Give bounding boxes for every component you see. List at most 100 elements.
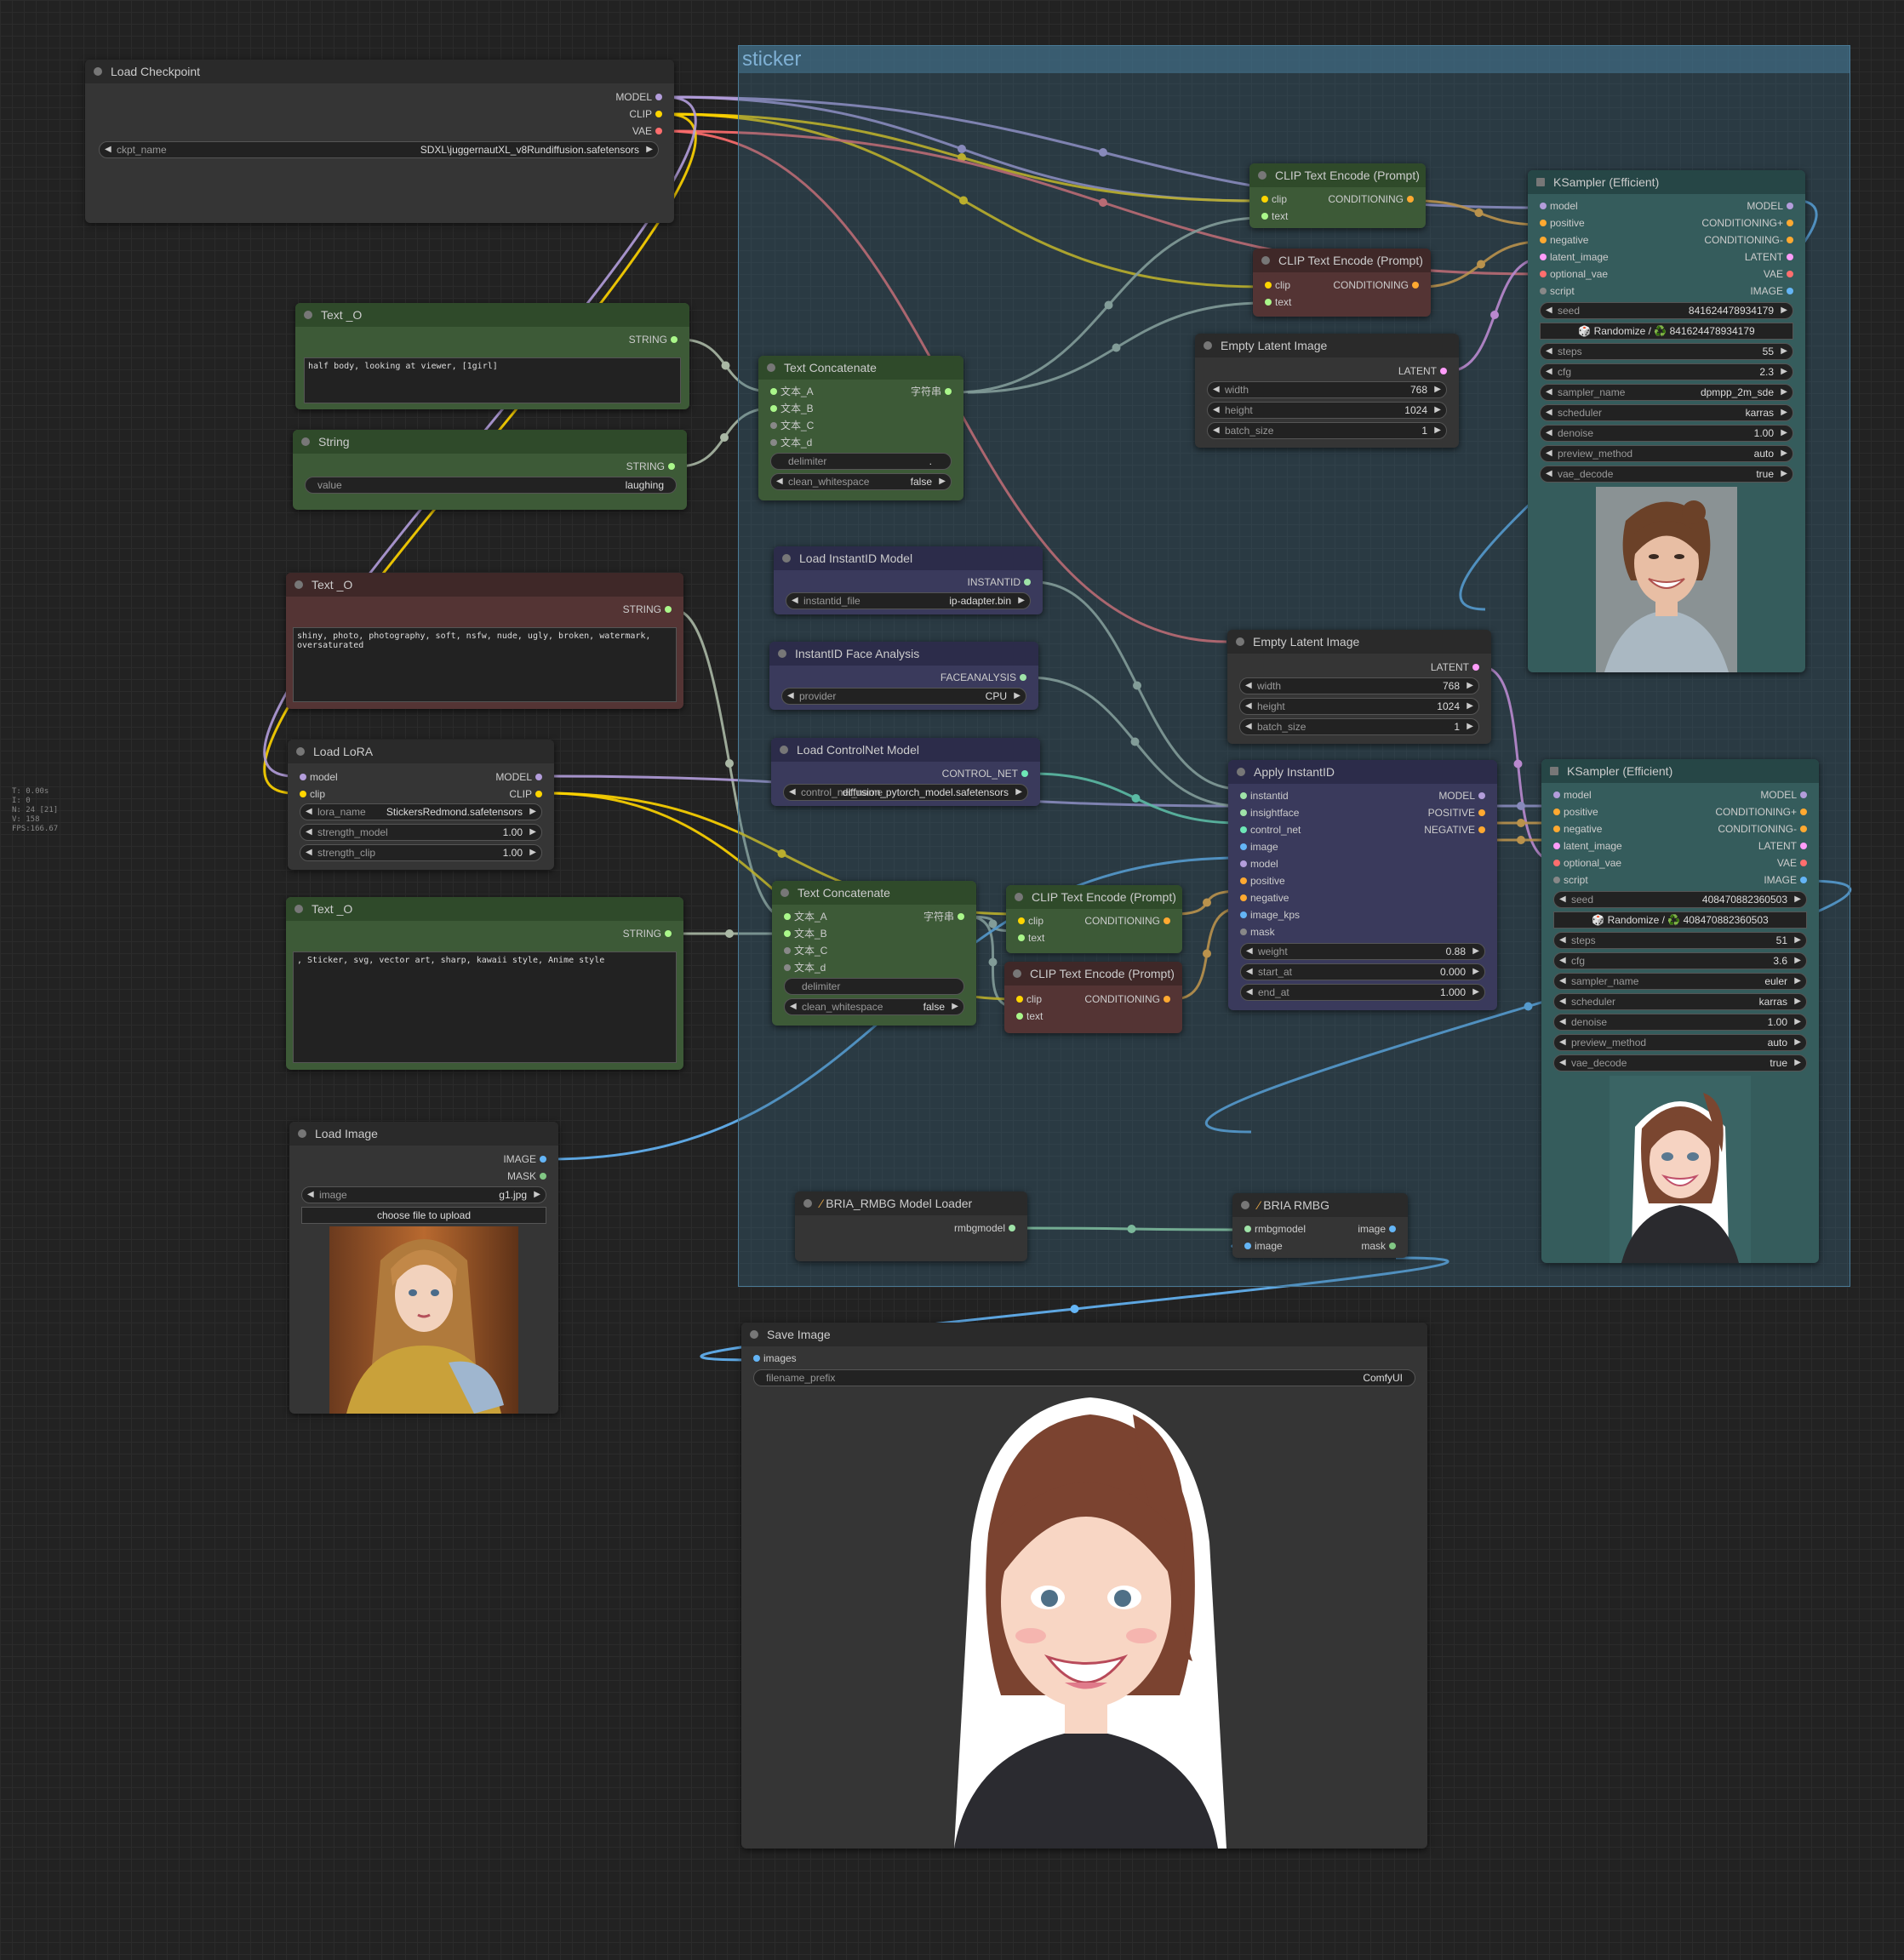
node-header[interactable]: Load Image xyxy=(289,1122,558,1146)
arrow-right-icon[interactable]: ▶ xyxy=(1434,426,1441,435)
slot-dot-icon[interactable] xyxy=(1240,911,1247,918)
slot-dot-icon[interactable] xyxy=(1800,843,1807,849)
input-script[interactable]: script xyxy=(1540,284,1575,298)
output-instantid[interactable]: INSTANTID xyxy=(968,575,1031,589)
collapse-dot-icon[interactable] xyxy=(1261,256,1270,265)
arrow-right-icon[interactable]: ▶ xyxy=(529,848,536,857)
output-model[interactable]: MODEL xyxy=(1438,789,1485,803)
prompt-textarea[interactable]: half body, looking at viewer, [1girl] xyxy=(304,357,681,403)
arrow-right-icon[interactable]: ▶ xyxy=(1018,596,1025,605)
arrow-right-icon[interactable]: ▶ xyxy=(529,807,536,816)
input-text[interactable]: text xyxy=(1016,1009,1043,1023)
wire-midpoint-dot[interactable] xyxy=(1112,343,1121,352)
node-text-o-negative[interactable]: Text _O STRING shiny, photo, photography… xyxy=(286,573,683,709)
input-text-b[interactable]: 文本_B xyxy=(770,402,814,415)
node-header[interactable]: Text _O xyxy=(286,897,683,921)
wire-midpoint-dot[interactable] xyxy=(988,957,998,967)
output-model[interactable]: MODEL xyxy=(615,90,662,104)
collapse-dot-icon[interactable] xyxy=(1536,178,1545,186)
input-instantid[interactable]: instantid xyxy=(1240,789,1289,803)
node-header[interactable]: ⁄ BRIA RMBG xyxy=(1232,1193,1408,1217)
output-image[interactable]: IMAGE xyxy=(1750,284,1793,298)
wire-midpoint-dot[interactable] xyxy=(725,929,734,938)
input-optional-vae[interactable]: optional_vae xyxy=(1540,267,1608,281)
arrow-right-icon[interactable]: ▶ xyxy=(1794,1058,1801,1067)
arrow-left-icon[interactable]: ◀ xyxy=(1546,306,1552,315)
arrow-left-icon[interactable]: ◀ xyxy=(1546,428,1552,437)
output-clip[interactable]: CLIP xyxy=(509,787,542,801)
slot-dot-icon[interactable] xyxy=(1024,579,1031,586)
wire-midpoint-dot[interactable] xyxy=(1513,759,1523,769)
node-header[interactable]: Save Image xyxy=(741,1323,1427,1346)
output-conditioning[interactable]: CONDITIONING xyxy=(1084,914,1170,928)
arrow-right-icon[interactable]: ▶ xyxy=(1472,987,1479,997)
arrow-left-icon[interactable]: ◀ xyxy=(306,848,312,857)
node-header[interactable]: String xyxy=(293,430,687,454)
collapse-dot-icon[interactable] xyxy=(750,1330,758,1339)
output-latent[interactable]: LATENT xyxy=(1745,250,1793,264)
arrow-left-icon[interactable]: ◀ xyxy=(1246,967,1253,976)
slot-dot-icon[interactable] xyxy=(1540,220,1547,226)
arrow-left-icon[interactable]: ◀ xyxy=(1559,1017,1566,1026)
input-text-b[interactable]: 文本_B xyxy=(784,927,827,940)
input-text-c[interactable]: 文本_C xyxy=(784,944,827,957)
slot-dot-icon[interactable] xyxy=(655,94,662,100)
node-text-o-style[interactable]: Text _O STRING , Sticker, svg, vector ar… xyxy=(286,897,683,1070)
arrow-left-icon[interactable]: ◀ xyxy=(1245,701,1252,711)
input-script[interactable]: script xyxy=(1553,873,1588,887)
output-latent[interactable]: LATENT xyxy=(1431,660,1479,674)
arrow-left-icon[interactable]: ◀ xyxy=(789,787,796,797)
output-clip[interactable]: CLIP xyxy=(629,107,662,121)
slot-dot-icon[interactable] xyxy=(1016,996,1023,1003)
delimiter-field[interactable]: delimiter. xyxy=(770,453,952,470)
slot-dot-icon[interactable] xyxy=(1478,792,1485,799)
collapse-dot-icon[interactable] xyxy=(296,747,305,756)
node-header[interactable]: CLIP Text Encode (Prompt) xyxy=(1006,885,1182,909)
output-string[interactable]: STRING xyxy=(629,333,678,346)
collapse-dot-icon[interactable] xyxy=(304,311,312,319)
wire-midpoint-dot[interactable] xyxy=(1104,300,1113,310)
node-instantid-face-analysis[interactable]: InstantID Face Analysis FACEANALYSIS ◀pr… xyxy=(769,642,1038,710)
slot-dot-icon[interactable] xyxy=(1018,934,1025,941)
collapse-dot-icon[interactable] xyxy=(1550,767,1558,775)
arrow-right-icon[interactable]: ▶ xyxy=(1467,701,1473,711)
collapse-dot-icon[interactable] xyxy=(94,67,102,76)
arrow-right-icon[interactable]: ▶ xyxy=(1781,387,1787,397)
arrow-left-icon[interactable]: ◀ xyxy=(787,691,794,700)
slot-dot-icon[interactable] xyxy=(1240,877,1247,884)
input-image-kps[interactable]: image_kps xyxy=(1240,908,1300,922)
arrow-left-icon[interactable]: ◀ xyxy=(1213,405,1220,414)
arrow-right-icon[interactable]: ▶ xyxy=(534,1190,540,1199)
slot-dot-icon[interactable] xyxy=(1800,877,1807,883)
output-conditioning-minus[interactable]: CONDITIONING- xyxy=(1704,233,1793,247)
node-load-controlnet[interactable]: Load ControlNet Model CONTROL_NET ◀contr… xyxy=(771,738,1040,806)
arrow-left-icon[interactable]: ◀ xyxy=(307,1190,314,1199)
wire-midpoint-dot[interactable] xyxy=(1517,802,1525,810)
collapse-dot-icon[interactable] xyxy=(1241,1201,1249,1209)
arrow-right-icon[interactable]: ▶ xyxy=(1781,346,1787,356)
node-header[interactable]: Empty Latent Image xyxy=(1195,334,1459,357)
output-string[interactable]: 字符串 xyxy=(911,385,952,398)
wire-midpoint-dot[interactable] xyxy=(1099,148,1107,157)
node-header[interactable]: Text Concatenate xyxy=(758,356,963,380)
node-header[interactable]: KSampler (Efficient) xyxy=(1541,759,1819,783)
slot-dot-icon[interactable] xyxy=(655,128,662,134)
collapse-dot-icon[interactable] xyxy=(780,889,789,897)
input-text-a[interactable]: 文本_A xyxy=(770,385,814,398)
slot-dot-icon[interactable] xyxy=(1009,1225,1015,1231)
slot-dot-icon[interactable] xyxy=(1244,1226,1251,1232)
input-negative[interactable]: negative xyxy=(1240,891,1289,905)
wire-midpoint-dot[interactable] xyxy=(721,361,730,370)
arrow-left-icon[interactable]: ◀ xyxy=(790,1002,797,1011)
slot-dot-icon[interactable] xyxy=(540,1173,546,1180)
collapse-dot-icon[interactable] xyxy=(301,437,310,446)
